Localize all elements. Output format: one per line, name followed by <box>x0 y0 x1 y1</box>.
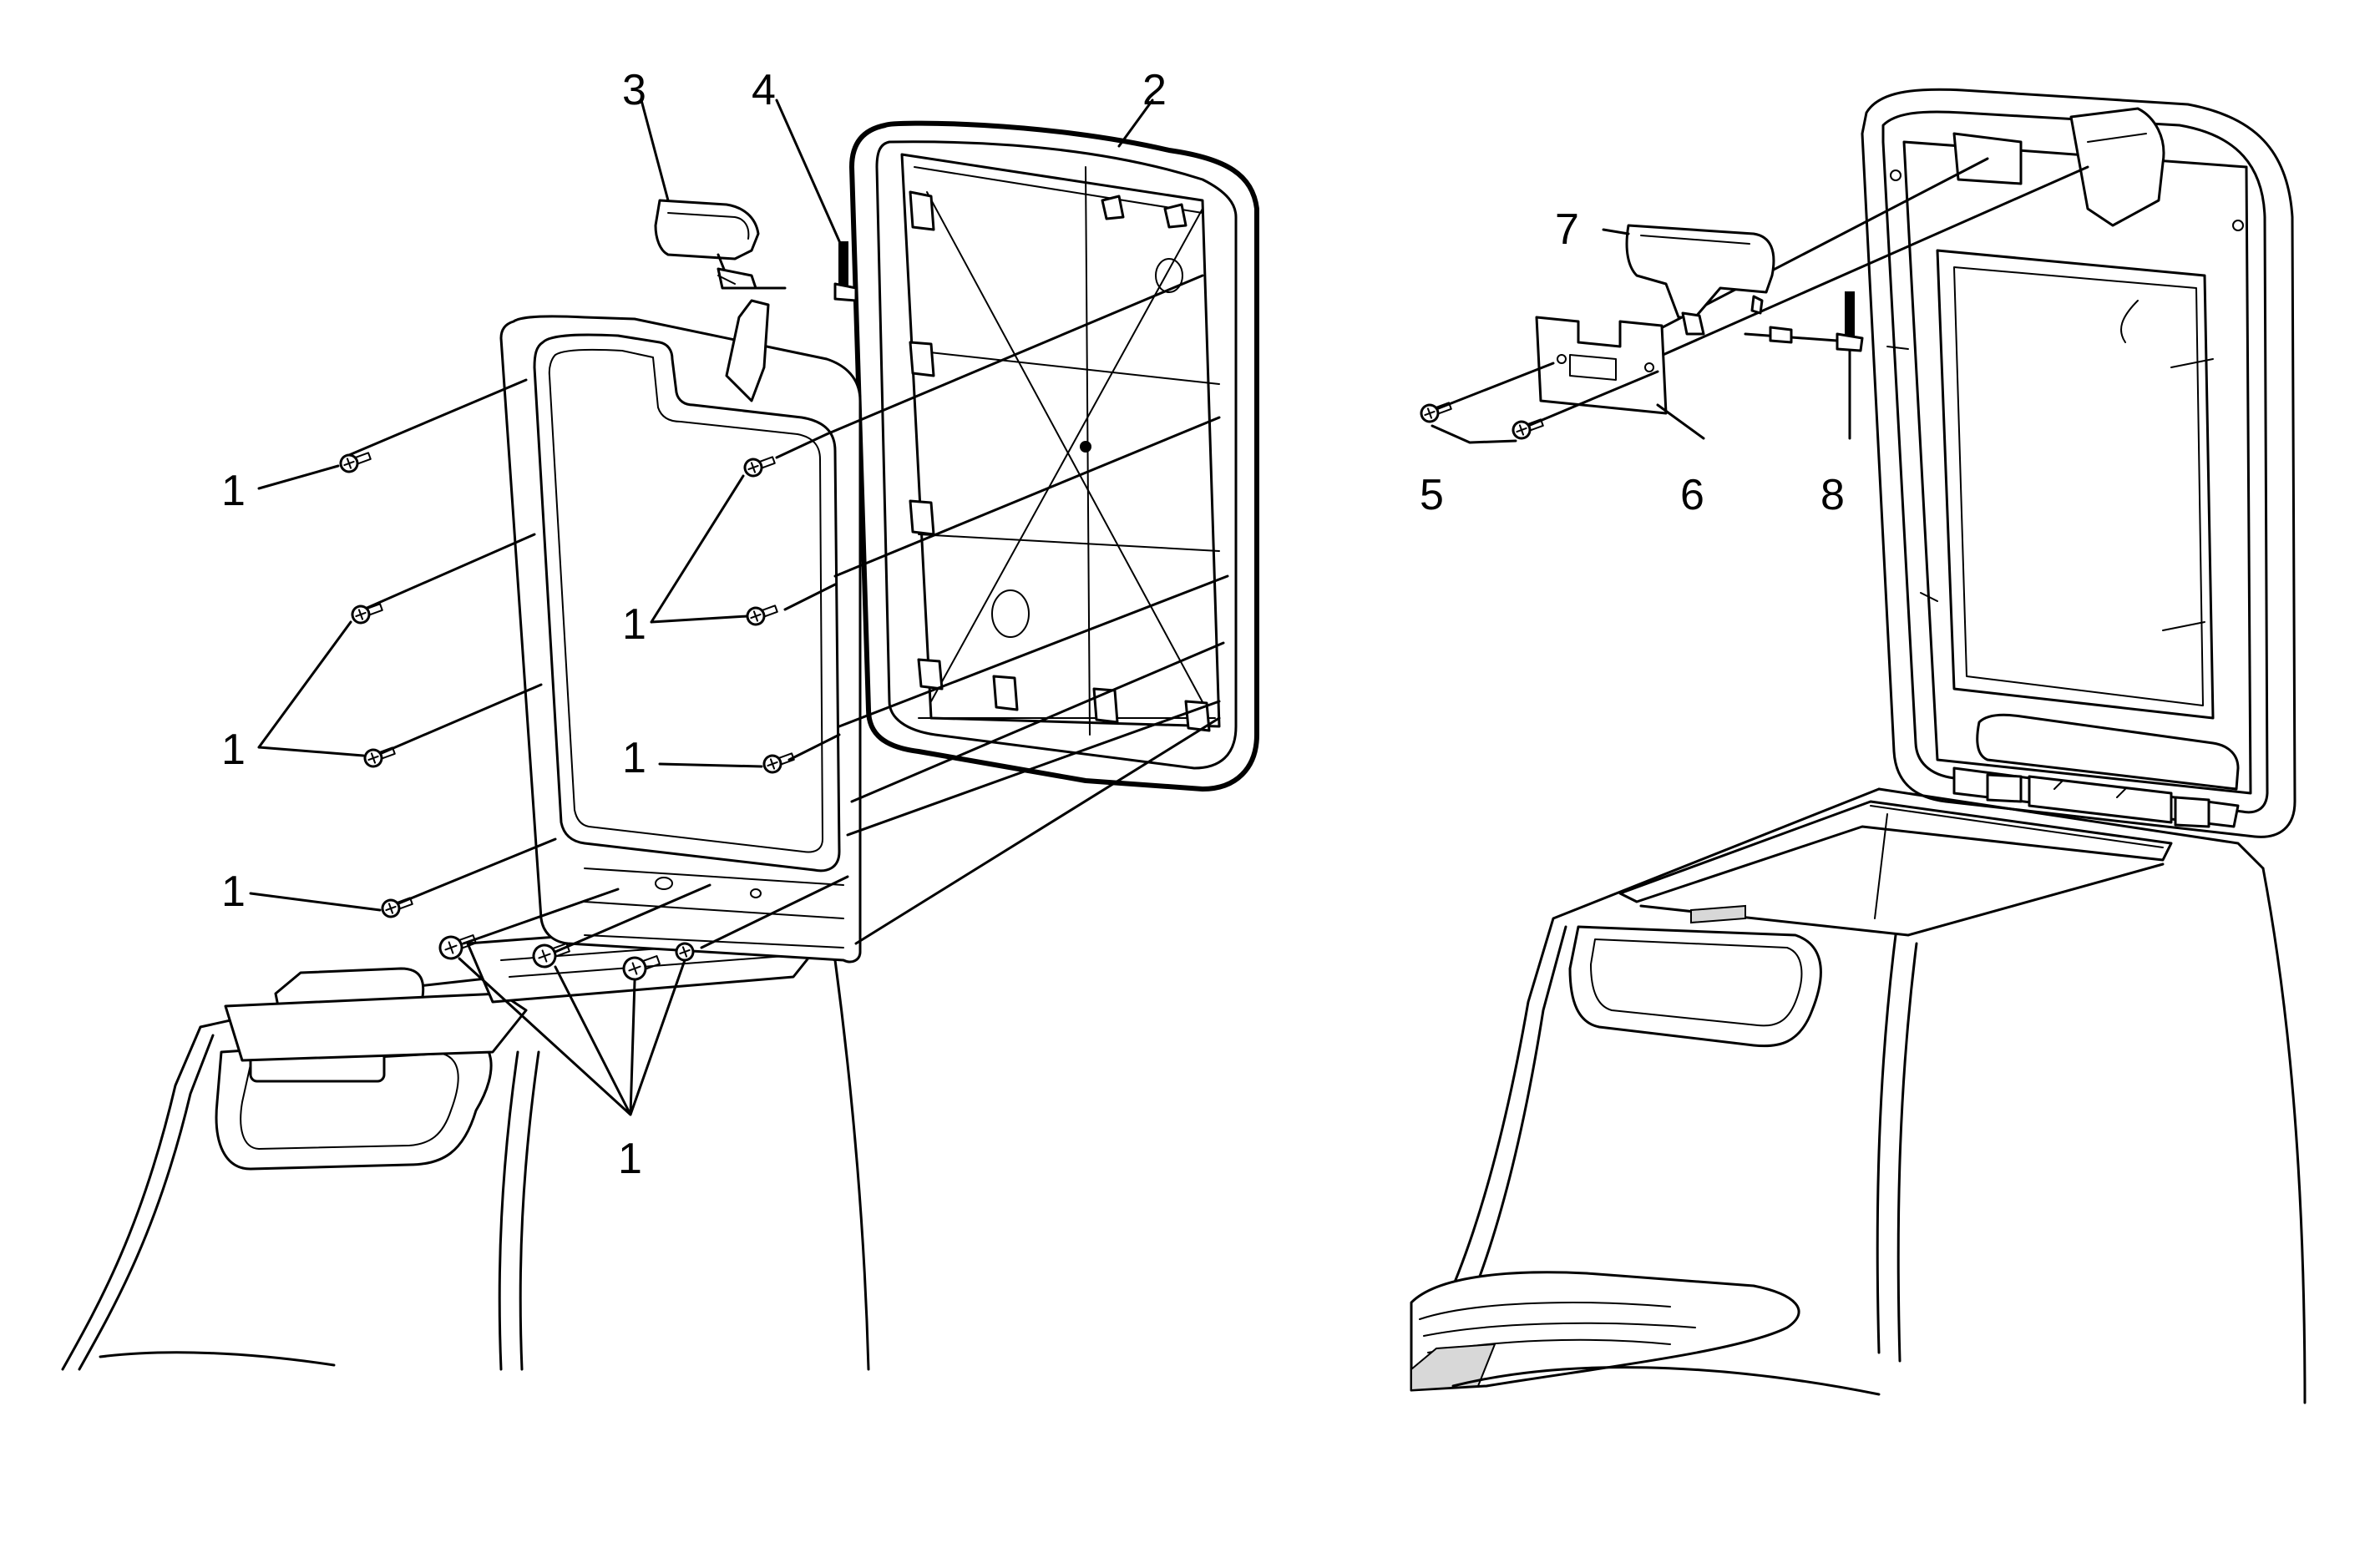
callout-leaders-left <box>249 99 1154 1116</box>
callout-3: 3 <box>622 66 646 114</box>
screws-part-5 <box>1420 362 1659 440</box>
right-exploded-view: 5 6 7 8 <box>1410 88 2307 1404</box>
lid-trim-panel <box>849 120 1259 792</box>
callout-7: 7 <box>1555 205 1579 254</box>
callout-1a: 1 <box>221 467 246 515</box>
callout-4: 4 <box>752 66 776 114</box>
callout-1d: 1 <box>622 600 646 649</box>
sensor-part-7 <box>1625 224 1775 336</box>
callout-1e: 1 <box>622 734 646 782</box>
callout-5: 5 <box>1420 471 1444 519</box>
callouts-left: 1 1 1 1 1 1 2 3 4 <box>221 66 1167 1183</box>
connector-part-8 <box>1744 291 1909 352</box>
callout-leaders-right <box>1431 228 1851 444</box>
open-lid <box>1552 88 2296 838</box>
callout-1c: 1 <box>221 868 246 916</box>
callout-8: 8 <box>1820 471 1845 519</box>
screws-part-1 <box>339 274 1229 981</box>
occupant-sensor-part-3 <box>654 199 787 290</box>
callout-1b: 1 <box>221 726 246 774</box>
console-body-right <box>1410 787 2307 1404</box>
console-body-left <box>61 917 870 1371</box>
lid-inner-panel <box>499 299 862 964</box>
left-exploded-view: 1 1 1 1 1 1 2 3 4 <box>61 66 1259 1371</box>
bracket-part-6 <box>1535 316 1668 415</box>
callout-1f: 1 <box>618 1135 642 1183</box>
callouts-right: 5 6 7 8 <box>1420 205 1845 519</box>
callout-2: 2 <box>1142 66 1167 114</box>
callout-6: 6 <box>1680 471 1704 519</box>
connector-part-4 <box>833 241 858 302</box>
